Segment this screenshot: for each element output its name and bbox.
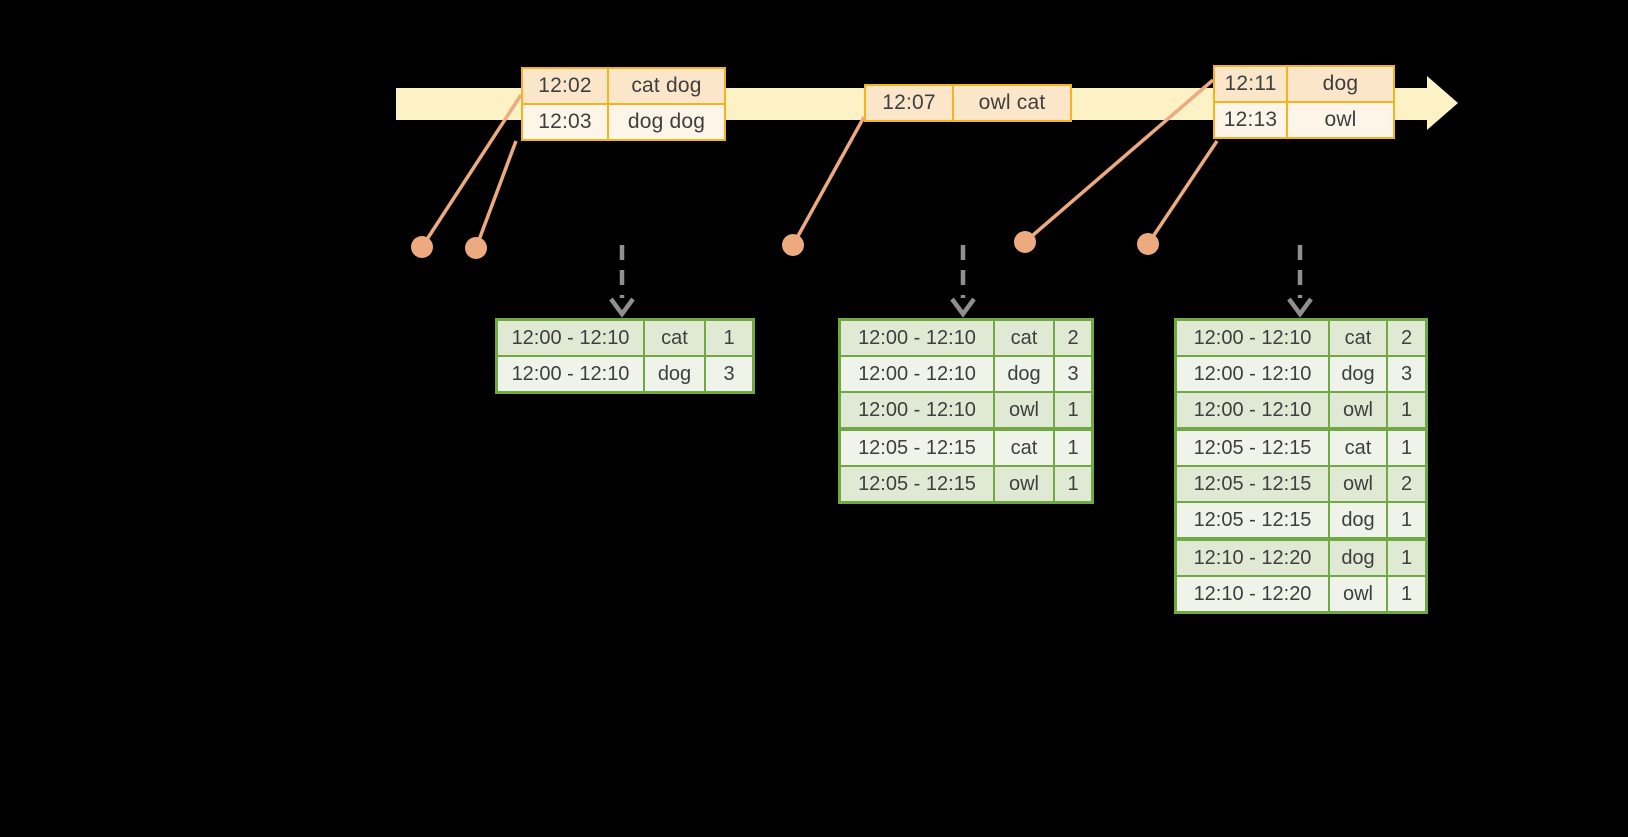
result-row: 12:05 - 12:15 cat 1 xyxy=(841,427,1091,465)
event-time-cell: 12:11 xyxy=(1215,67,1288,101)
result-row: 12:00 - 12:10 dog 3 xyxy=(1177,355,1425,391)
word-cell: dog xyxy=(1328,541,1386,575)
count-cell: 1 xyxy=(1386,577,1425,611)
window-cell: 12:05 - 12:15 xyxy=(1193,436,1312,459)
count-cell: 3 xyxy=(1386,357,1425,391)
event-time-dot xyxy=(465,237,487,259)
window-result-table: 12:00 - 12:10 cat 1 12:00 - 12:10 dog 3 xyxy=(495,318,755,394)
window-cell: 12:00 - 12:10 xyxy=(1193,326,1312,349)
window-cell: 12:00 - 12:10 xyxy=(511,362,630,385)
window-cell: 12:00 - 12:10 xyxy=(858,398,976,421)
word-cell: owl xyxy=(1328,393,1386,427)
event-words-cell: dog xyxy=(1288,67,1393,101)
result-row: 12:00 - 12:10 cat 1 xyxy=(498,321,752,355)
trigger-arrow-icon xyxy=(1287,245,1313,318)
word-cell: dog xyxy=(993,357,1053,391)
word-cell: dog xyxy=(1328,357,1386,391)
trigger-arrow-icon xyxy=(609,245,635,318)
window-cell: 12:05 - 12:15 xyxy=(858,472,976,495)
word-cell: owl xyxy=(1328,577,1386,611)
count-cell: 1 xyxy=(1053,467,1091,501)
window-cell: 12:10 - 12:20 xyxy=(1193,546,1312,569)
count-cell: 2 xyxy=(1386,321,1425,355)
result-row: 12:00 - 12:10 cat 2 xyxy=(1177,321,1425,355)
window-result-table: 12:00 - 12:10 cat 2 12:00 - 12:10 dog 3 … xyxy=(838,318,1094,504)
word-cell: owl xyxy=(993,467,1053,501)
event-time-dot xyxy=(1137,233,1159,255)
event-words-cell: owl cat xyxy=(954,86,1070,120)
event-row: 12:02 cat dog xyxy=(523,69,724,103)
word-cell: dog xyxy=(643,357,704,391)
word-cell: cat xyxy=(1328,321,1386,355)
window-cell: 12:00 - 12:10 xyxy=(511,326,630,349)
window-cell: 12:05 - 12:15 xyxy=(1193,472,1312,495)
count-cell: 1 xyxy=(1053,393,1091,427)
result-row: 12:00 - 12:10 cat 2 xyxy=(841,321,1091,355)
count-cell: 1 xyxy=(1386,431,1425,465)
word-cell: dog xyxy=(1328,503,1386,537)
event-connector-line xyxy=(474,140,518,249)
count-cell: 1 xyxy=(1386,541,1425,575)
event-connector-line xyxy=(791,116,866,246)
window-cell: 12:05 - 12:15 xyxy=(858,436,976,459)
event-time-cell: 12:02 xyxy=(523,69,609,103)
result-row: 12:05 - 12:15 dog 1 xyxy=(1177,501,1425,537)
word-cell: cat xyxy=(993,431,1053,465)
count-cell: 3 xyxy=(1053,357,1091,391)
word-cell: cat xyxy=(643,321,704,355)
event-table: 12:11 dog 12:13 owl xyxy=(1213,65,1395,139)
result-row: 12:10 - 12:20 dog 1 xyxy=(1177,537,1425,575)
event-words-cell: dog dog xyxy=(609,105,724,139)
event-time-dot xyxy=(782,234,804,256)
result-row: 12:10 - 12:20 owl 1 xyxy=(1177,575,1425,611)
window-result-table: 12:00 - 12:10 cat 2 12:00 - 12:10 dog 3 … xyxy=(1174,318,1428,614)
window-cell: 12:00 - 12:10 xyxy=(858,362,976,385)
word-cell: cat xyxy=(993,321,1053,355)
event-row: 12:03 dog dog xyxy=(523,103,724,139)
event-connector-line xyxy=(1146,140,1219,245)
event-words-cell: cat dog xyxy=(609,69,724,103)
event-row: 12:07 owl cat xyxy=(866,86,1070,120)
event-time-dot xyxy=(411,236,433,258)
count-cell: 1 xyxy=(704,321,752,355)
word-cell: cat xyxy=(1328,431,1386,465)
result-row: 12:00 - 12:10 owl 1 xyxy=(841,391,1091,427)
window-cell: 12:05 - 12:15 xyxy=(1193,508,1312,531)
event-time-dot xyxy=(1014,231,1036,253)
result-row: 12:00 - 12:10 dog 3 xyxy=(498,355,752,391)
count-cell: 1 xyxy=(1386,503,1425,537)
event-time-cell: 12:13 xyxy=(1215,103,1288,137)
result-row: 12:05 - 12:15 cat 1 xyxy=(1177,427,1425,465)
event-table: 12:02 cat dog 12:03 dog dog xyxy=(521,67,726,141)
word-cell: owl xyxy=(1328,467,1386,501)
event-table: 12:07 owl cat xyxy=(864,84,1072,122)
event-row: 12:11 dog xyxy=(1215,67,1393,101)
result-row: 12:05 - 12:15 owl 1 xyxy=(841,465,1091,501)
window-cell: 12:10 - 12:20 xyxy=(1193,582,1312,605)
word-cell: owl xyxy=(993,393,1053,427)
count-cell: 3 xyxy=(704,357,752,391)
event-words-cell: owl xyxy=(1288,103,1393,137)
event-row: 12:13 owl xyxy=(1215,101,1393,137)
window-cell: 12:00 - 12:10 xyxy=(1193,362,1312,385)
event-time-cell: 12:03 xyxy=(523,105,609,139)
count-cell: 1 xyxy=(1053,431,1091,465)
window-cell: 12:00 - 12:10 xyxy=(1193,398,1312,421)
count-cell: 1 xyxy=(1386,393,1425,427)
window-cell: 12:00 - 12:10 xyxy=(858,326,976,349)
count-cell: 2 xyxy=(1386,467,1425,501)
event-time-cell: 12:07 xyxy=(866,86,954,120)
event-connector-line xyxy=(1023,78,1215,244)
count-cell: 2 xyxy=(1053,321,1091,355)
result-row: 12:00 - 12:10 owl 1 xyxy=(1177,391,1425,427)
result-row: 12:05 - 12:15 owl 2 xyxy=(1177,465,1425,501)
event-connector-line xyxy=(420,94,523,248)
trigger-arrow-icon xyxy=(950,245,976,318)
result-row: 12:00 - 12:10 dog 3 xyxy=(841,355,1091,391)
